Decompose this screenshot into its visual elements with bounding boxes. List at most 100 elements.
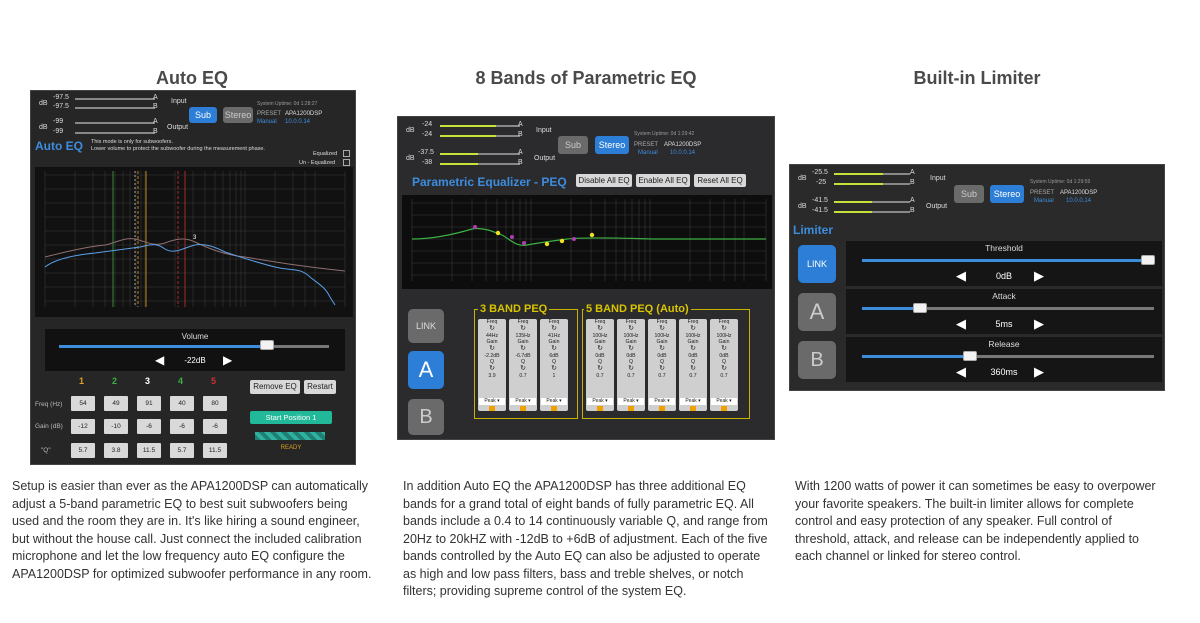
- stereo-button[interactable]: Stereo: [595, 136, 629, 154]
- volume-thumb[interactable]: [259, 340, 274, 350]
- freq-cell-4[interactable]: 40: [170, 396, 194, 411]
- q-cell-3[interactable]: 11.5: [137, 443, 161, 458]
- equalized-checkbox[interactable]: [343, 150, 350, 157]
- channel-a-button[interactable]: A: [408, 351, 444, 389]
- threshold-slider[interactable]: [862, 259, 1154, 262]
- freq-knob-icon[interactable]: ↻: [690, 325, 696, 332]
- gain-cell-3[interactable]: -6: [137, 419, 161, 434]
- attack-up-arrow[interactable]: ▶: [1034, 316, 1044, 331]
- band-type-select[interactable]: Peak ▾: [649, 398, 675, 405]
- sub-button[interactable]: Sub: [558, 136, 588, 154]
- freq-cell-1[interactable]: 54: [71, 396, 95, 411]
- gain-cell-4[interactable]: -6: [170, 419, 194, 434]
- stereo-button[interactable]: Stereo: [223, 107, 253, 123]
- volume-down-arrow[interactable]: ◀: [155, 353, 165, 367]
- band-enable-indicator[interactable]: [597, 406, 603, 411]
- gain-cell-1[interactable]: -12: [71, 419, 95, 434]
- band-type-select[interactable]: Peak ▾: [587, 398, 613, 405]
- sub-button[interactable]: Sub: [189, 107, 217, 123]
- band-type-select[interactable]: Peak ▾: [680, 398, 706, 405]
- q-knob-icon[interactable]: ↻: [690, 365, 696, 372]
- q-knob-icon[interactable]: ↻: [597, 365, 603, 372]
- q-knob-icon[interactable]: ↻: [628, 365, 634, 372]
- restart-button[interactable]: Restart: [304, 380, 336, 394]
- gain-knob-icon[interactable]: ↻: [628, 345, 634, 352]
- gain-knob-icon[interactable]: ↻: [721, 345, 727, 352]
- threshold-down-arrow[interactable]: ◀: [956, 268, 966, 283]
- band-enable-indicator[interactable]: [721, 406, 727, 411]
- q-knob-icon[interactable]: ↻: [659, 365, 665, 372]
- band-enable-indicator[interactable]: [551, 406, 557, 411]
- freq-knob-icon[interactable]: ↻: [628, 325, 634, 332]
- reset-all-eq-button[interactable]: Reset All EQ: [694, 174, 746, 187]
- band-enable-indicator[interactable]: [690, 406, 696, 411]
- attack-slider[interactable]: [862, 307, 1154, 310]
- release-up-arrow[interactable]: ▶: [1034, 364, 1044, 379]
- freq-cell-3[interactable]: 91: [137, 396, 161, 411]
- attack-down-arrow[interactable]: ◀: [956, 316, 966, 331]
- q-cell-1[interactable]: 5.7: [71, 443, 95, 458]
- q-knob-icon[interactable]: ↻: [520, 365, 526, 372]
- gain-knob-icon[interactable]: ↻: [520, 345, 526, 352]
- band-type-select[interactable]: Peak ▾: [510, 398, 536, 405]
- start-position-button[interactable]: Start Position 1: [250, 411, 332, 424]
- release-thumb[interactable]: [963, 351, 978, 361]
- band-enable-indicator[interactable]: [489, 406, 495, 411]
- threshold-thumb[interactable]: [1141, 255, 1156, 265]
- freq-knob-icon[interactable]: ↻: [721, 325, 727, 332]
- gain-knob-icon[interactable]: ↻: [597, 345, 603, 352]
- channel-a-button[interactable]: A: [798, 293, 836, 331]
- release-down-arrow[interactable]: ◀: [956, 364, 966, 379]
- band-type-select[interactable]: Peak ▾: [479, 398, 505, 405]
- band-type-select[interactable]: Peak ▾: [618, 398, 644, 405]
- gain-cell-5[interactable]: -6: [203, 419, 227, 434]
- freq-knob-icon[interactable]: ↻: [597, 325, 603, 332]
- threshold-up-arrow[interactable]: ▶: [1034, 268, 1044, 283]
- q-knob-icon[interactable]: ↻: [489, 365, 495, 372]
- freq-knob-icon[interactable]: ↻: [551, 325, 557, 332]
- q-cell-5[interactable]: 11.5: [203, 443, 227, 458]
- channel-b-button[interactable]: B: [798, 341, 836, 379]
- remove-eq-button[interactable]: Remove EQ: [250, 380, 300, 394]
- q-cell-2[interactable]: 3.8: [104, 443, 128, 458]
- q-cell-4[interactable]: 5.7: [170, 443, 194, 458]
- band-type-select[interactable]: Peak ▾: [711, 398, 737, 405]
- enable-all-eq-button[interactable]: Enable All EQ: [636, 174, 690, 187]
- release-value: 360ms: [990, 367, 1018, 377]
- band-type-select[interactable]: Peak ▾: [541, 398, 567, 405]
- release-slider[interactable]: [862, 355, 1154, 358]
- channel-b-button[interactable]: B: [408, 399, 444, 435]
- volume-up-arrow[interactable]: ▶: [223, 353, 233, 367]
- gain-knob-icon[interactable]: ↻: [659, 345, 665, 352]
- band-enable-indicator[interactable]: [659, 406, 665, 411]
- freq-knob-icon[interactable]: ↻: [659, 325, 665, 332]
- gain-knob-icon[interactable]: ↻: [489, 345, 495, 352]
- disable-all-eq-button[interactable]: Disable All EQ: [576, 174, 632, 187]
- freq-cell-5[interactable]: 80: [203, 396, 227, 411]
- freq-knob-icon[interactable]: ↻: [520, 325, 526, 332]
- unequalized-checkbox[interactable]: [343, 159, 350, 166]
- q-knob-icon[interactable]: ↻: [721, 365, 727, 372]
- freq-cell-2[interactable]: 49: [104, 396, 128, 411]
- band-enable-indicator[interactable]: [628, 406, 634, 411]
- freq-knob-icon[interactable]: ↻: [489, 325, 495, 332]
- band-enable-indicator[interactable]: [520, 406, 526, 411]
- link-button[interactable]: LINK: [798, 245, 836, 283]
- volume-slider[interactable]: [59, 345, 329, 348]
- link-button[interactable]: LINK: [408, 309, 444, 343]
- gain-cell-2[interactable]: -10: [104, 419, 128, 434]
- gain-knob-icon[interactable]: ↻: [551, 345, 557, 352]
- gain-knob-icon[interactable]: ↻: [690, 345, 696, 352]
- attack-thumb[interactable]: [913, 303, 928, 313]
- stereo-button[interactable]: Stereo: [990, 185, 1024, 203]
- sub-button[interactable]: Sub: [954, 185, 984, 203]
- q-knob-icon[interactable]: ↻: [551, 365, 557, 372]
